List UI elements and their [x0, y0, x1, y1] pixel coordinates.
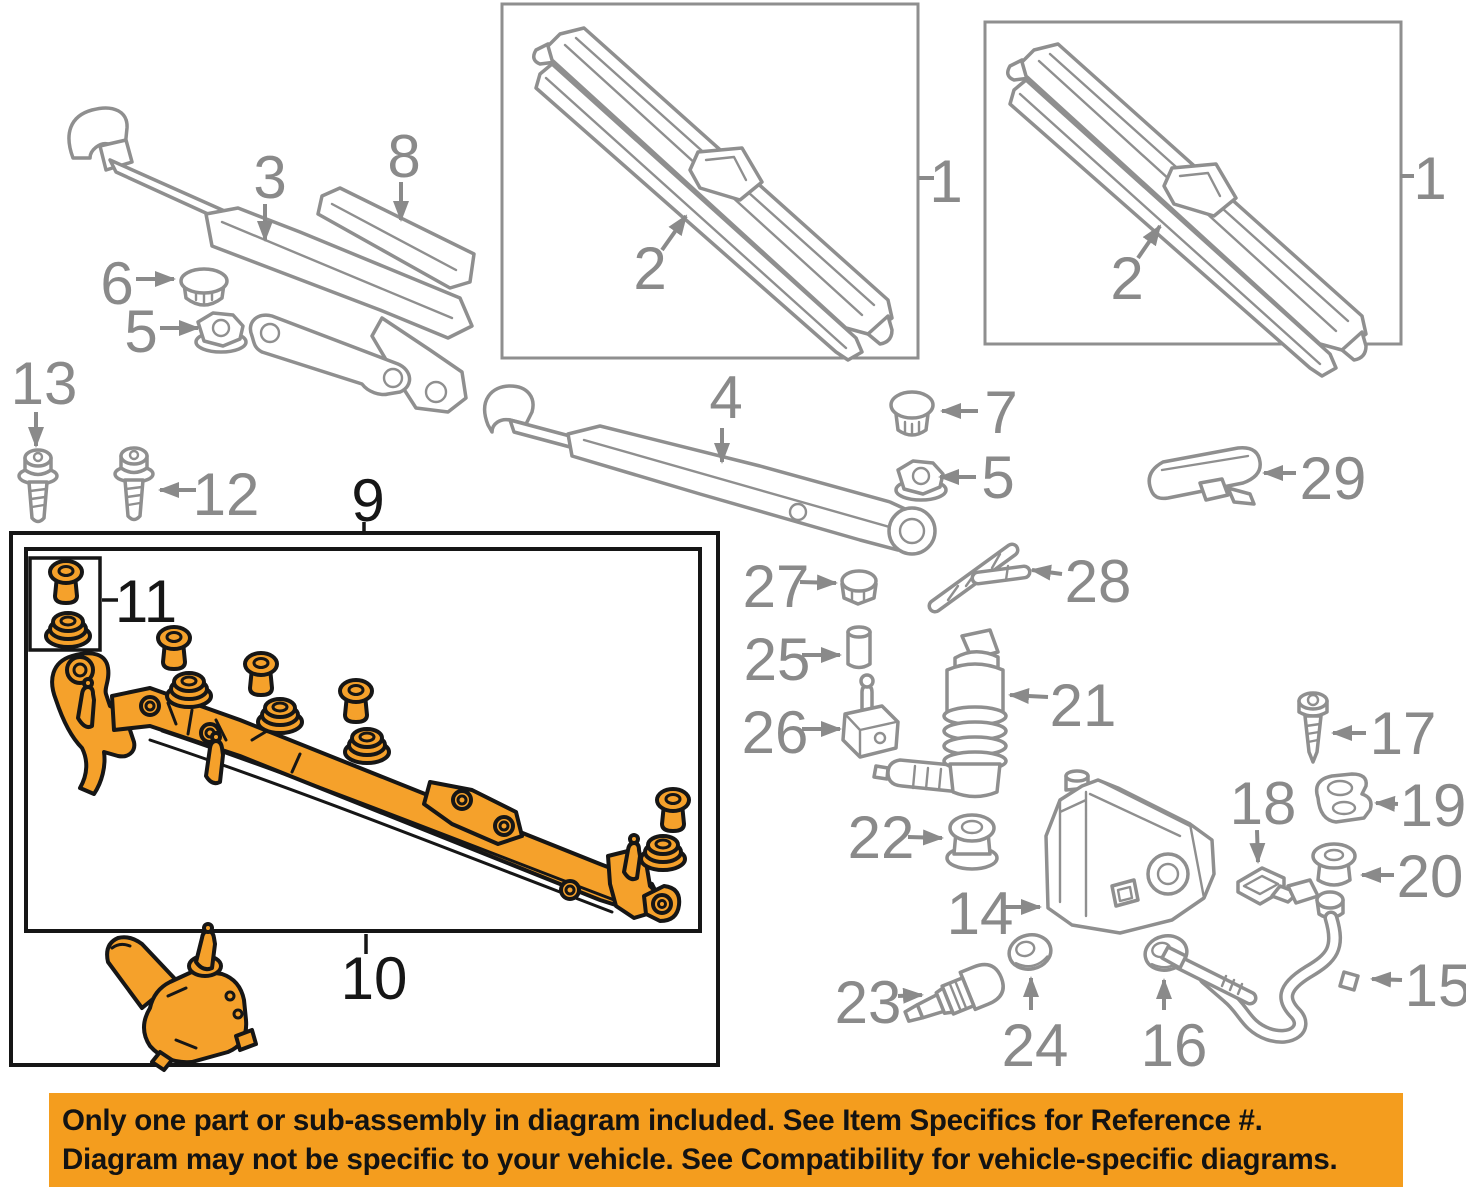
callout-22: 22 [848, 804, 915, 871]
callout-7: 7 [984, 379, 1017, 446]
spacer-sleeve-drawing [846, 625, 872, 670]
callout-13: 13 [11, 350, 78, 417]
callout-11: 11 [115, 568, 177, 635]
disclaimer-line-1: Only one part or sub-assembly in diagram… [62, 1104, 1263, 1137]
callout-28: 28 [1065, 548, 1132, 615]
wiper-motor-drawing [105, 922, 258, 1072]
wiper-blade-drawing-left [532, 26, 894, 362]
arm-nut-drawing [194, 311, 248, 354]
callout-15: 15 [1405, 952, 1466, 1019]
hose-joint-drawing [927, 542, 1032, 614]
assembly-box-9 [9, 531, 720, 1067]
callout-27: 27 [743, 553, 810, 620]
callout-23: 23 [835, 969, 902, 1036]
pump-grommet-drawing [945, 813, 999, 871]
callout-29: 29 [1300, 445, 1367, 512]
callout-26: 26 [742, 699, 809, 766]
arm-nut-drawing [894, 459, 948, 502]
callout-2-right: 2 [1110, 245, 1143, 312]
callout-24: 24 [1002, 1012, 1069, 1079]
blade-kit-box-right [983, 20, 1403, 346]
callout-4: 4 [709, 364, 742, 431]
callout-9: 9 [351, 467, 384, 534]
callout-19: 19 [1400, 772, 1466, 839]
callout-1-left: 1 [929, 148, 962, 215]
tank-screw-drawing [1297, 691, 1329, 764]
washer-hose-drawing [1160, 878, 1360, 1044]
callout-20: 20 [1397, 843, 1464, 910]
callout-arrows [28, 174, 1414, 1010]
wiper-arm-assembly-drawing [67, 106, 474, 414]
callout-12: 12 [193, 461, 260, 528]
washer-nozzle-drawing [1147, 446, 1262, 506]
wiper-linkage-drawing [50, 651, 682, 923]
tank-grommet-drawing [1311, 842, 1357, 887]
callout-2-left: 2 [633, 235, 666, 302]
washer-pump-drawing [872, 628, 1008, 799]
disclaimer-banner: Only one part or sub-assembly in diagram… [49, 1093, 1403, 1187]
callout-25: 25 [744, 626, 811, 693]
callout-16: 16 [1141, 1012, 1208, 1079]
wiper-blade-drawing-right [1006, 42, 1368, 378]
check-valve-drawing [841, 673, 900, 759]
callout-6: 6 [100, 250, 133, 317]
pivot-cap-drawing [179, 267, 229, 307]
blade-kit-box-left [500, 2, 920, 360]
assembly-box-10 [24, 547, 702, 933]
hose-clamp-drawing [1314, 772, 1373, 824]
callout-8: 8 [387, 123, 420, 190]
callout-1-right: 1 [1413, 145, 1446, 212]
callout-14: 14 [947, 880, 1014, 947]
callout-21: 21 [1050, 672, 1117, 739]
callout-5-mid: 5 [981, 444, 1014, 511]
washer-reservoir-drawing [1044, 769, 1216, 935]
level-sensor-drawing [903, 962, 1005, 1023]
callout-3: 3 [253, 144, 286, 211]
wiper-arm-drawing [482, 384, 937, 556]
callout-5-upper: 5 [124, 298, 157, 365]
mount-bolt-drawing [113, 446, 155, 522]
push-pin-drawing [889, 390, 935, 437]
grommet-box-11 [28, 556, 102, 652]
callout-10: 10 [341, 945, 408, 1012]
arm-cover-strip-drawing [316, 186, 476, 290]
mount-bolt-drawing [17, 448, 59, 524]
callout-17: 17 [1370, 700, 1437, 767]
small-cap-drawing [840, 569, 878, 606]
disclaimer-line-2: Diagram may not be specific to your vehi… [62, 1143, 1338, 1176]
callout-18: 18 [1230, 770, 1297, 837]
